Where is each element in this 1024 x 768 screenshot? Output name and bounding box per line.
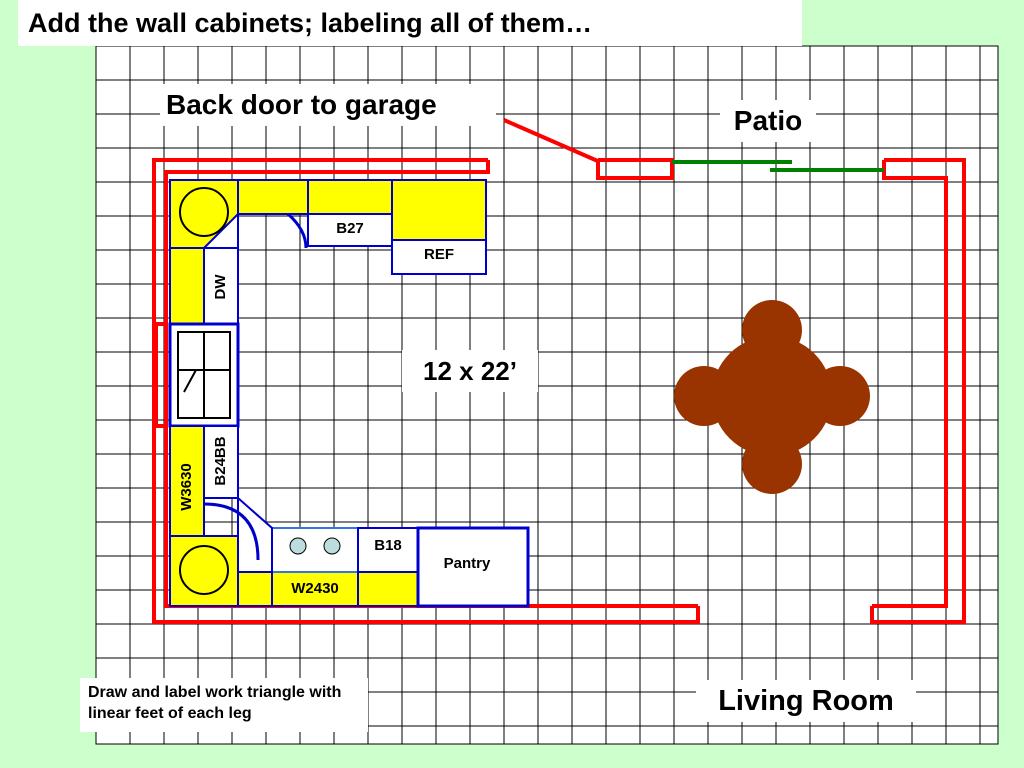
dw-cabinet (203, 247, 239, 325)
wall-window-frame (154, 322, 168, 428)
b27-cabinet (307, 213, 393, 247)
dw-label: DW (212, 274, 229, 300)
pantry-cabinet (416, 526, 530, 608)
sink-area (168, 322, 240, 428)
w3630-cabinet (169, 425, 205, 537)
wall-outer-right (870, 158, 966, 624)
dining-table (674, 300, 870, 494)
w2430-label: W2430 (291, 580, 339, 597)
door-swing-bottom (203, 502, 260, 561)
lazy-susan-top (179, 187, 229, 237)
w3630-label: W3630 (178, 463, 195, 511)
room-dimensions: 12 x 22’ (402, 350, 538, 392)
burner-icon (323, 537, 341, 555)
ref-label: REF (424, 246, 454, 263)
back-door-jamb (596, 158, 674, 180)
page-title: Add the wall cabinets; labeling all of t… (18, 0, 802, 46)
b27-label: B27 (336, 220, 364, 237)
patio-windows (672, 160, 884, 172)
living-room-label: Living Room (696, 680, 916, 722)
ref-cabinet (391, 239, 487, 275)
door-swing-top (286, 212, 308, 249)
pantry-label: Pantry (443, 555, 491, 572)
lazy-susan-bottom (179, 545, 229, 595)
patio-label: Patio (720, 100, 816, 142)
cooktop-cabinet (271, 527, 359, 573)
back-door-pointer (503, 118, 601, 164)
wall-outer-left (152, 158, 700, 624)
instructions-note: Draw and label work triangle with linear… (80, 678, 368, 732)
burner-icon (289, 537, 307, 555)
lower-counter (169, 425, 530, 608)
b24bb-label: B24BB (212, 436, 229, 486)
b18-label: B18 (374, 537, 402, 554)
back-door-label: Back door to garage (160, 84, 496, 126)
b24bb-cabinet (203, 425, 239, 499)
